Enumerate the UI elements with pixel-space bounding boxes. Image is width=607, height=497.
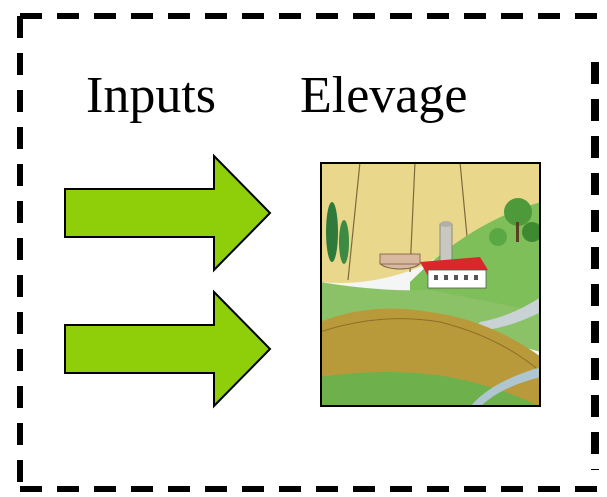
farm-landscape-image (320, 162, 541, 407)
input-arrow-1-icon (64, 153, 272, 273)
elevage-label: Elevage (300, 67, 468, 124)
input-arrow-2-icon (64, 289, 272, 409)
inputs-label: Inputs (86, 67, 216, 124)
